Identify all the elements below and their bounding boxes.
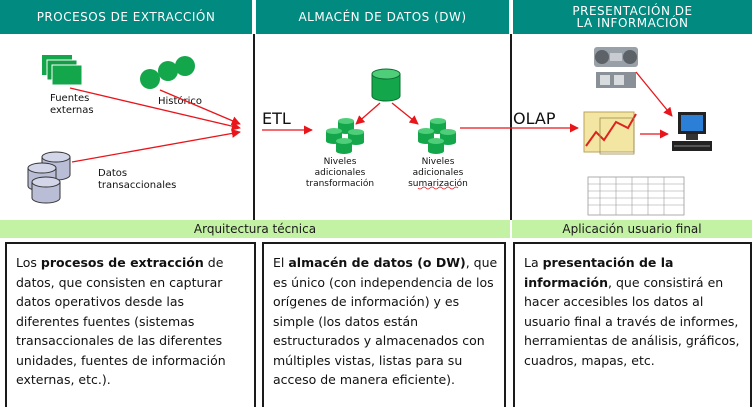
dw-arrow (355, 102, 381, 125)
presentation-description: La presentación de la información, que c… (513, 242, 752, 407)
data-warehouse-icon (371, 68, 401, 102)
spreadsheet-icon (587, 176, 685, 216)
transformation-level-label: transformación (306, 178, 374, 189)
extraction-arrow (69, 87, 241, 131)
transformation-level-label: adicionales (315, 168, 366, 178)
transactional-data-label: transaccionales (98, 180, 176, 191)
transformation-level-icon (326, 118, 364, 154)
olap-label: OLAP (513, 109, 556, 128)
extraction-description-bold: procesos de extracción (40, 255, 204, 270)
transactional-data-label: Datos (98, 168, 127, 179)
technical-architecture-band: Arquitectura técnica (0, 220, 510, 238)
analysis-chart-icon (583, 111, 637, 155)
architecture-diagram: Fuentes externas Histórico Datos transac… (27, 34, 712, 220)
extraction-arrow (71, 128, 241, 163)
spellcheck-underline (417, 186, 459, 190)
extraction-arrow (159, 89, 241, 125)
transactional-database-icon (27, 151, 71, 204)
presentation-arrow (635, 71, 673, 117)
tape-storage-icon (594, 47, 638, 88)
header-extraction: PROCESOS DE EXTRACCIÓN (0, 0, 252, 34)
end-user-application-band: Aplicación usuario final (512, 220, 752, 238)
external-sources-icon (42, 55, 83, 86)
summarization-level-label: sumarización (408, 178, 468, 189)
computer-icon (672, 112, 712, 151)
etl-label: ETL (262, 109, 291, 128)
dw-description: El almacén de datos (o DW), que es único… (262, 242, 506, 407)
presentation-description-bold: presentación de la información (524, 255, 674, 290)
extraction-description: Los procesos de extracción de datos, que… (5, 242, 256, 407)
header-data-warehouse: ALMACÉN DE DATOS (DW) (256, 0, 509, 34)
summarization-level-label: Niveles (422, 157, 455, 167)
header-presentation: PRESENTACIÓN DE LA INFORMACIÓN (513, 0, 752, 34)
summarization-level-icon (418, 118, 456, 154)
header-presentation-line1: PRESENTACIÓN DE (572, 4, 693, 18)
historical-data-label: Histórico (158, 95, 202, 107)
dw-arrow (391, 102, 419, 125)
summarization-level-label: adicionales (413, 168, 464, 178)
external-sources-label: externas (50, 105, 94, 116)
historical-data-icon (140, 56, 195, 89)
dw-description-bold: almacén de datos (o DW) (288, 255, 466, 270)
external-sources-label: Fuentes (50, 93, 89, 104)
transformation-level-label: Niveles (324, 157, 357, 167)
header-presentation-line2: LA INFORMACIÓN (576, 16, 689, 30)
